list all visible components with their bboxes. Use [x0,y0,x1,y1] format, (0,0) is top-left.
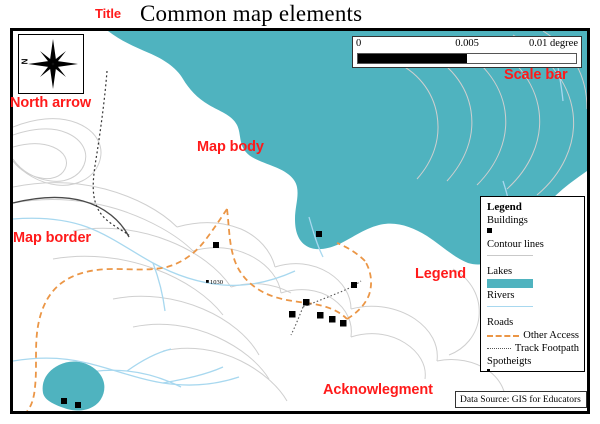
map-body: 1030 [13,31,587,411]
legend-label-lakes: Lakes [487,266,513,277]
legend-label-buildings: Buildings [487,215,528,226]
legend-label-rivers: Rivers [487,290,515,301]
annotation-map-border: Map border [13,230,91,246]
track-footpath [290,280,362,336]
legend-label-spotheigts: Spotheigts [487,356,532,367]
lake-small [42,361,105,411]
scale-bar-labels: 0 0.005 0.01 degree [353,37,581,51]
annotation-legend: Legend [415,266,466,282]
buildings-symbol-icon [487,228,492,233]
scale-bar: 0 0.005 0.01 degree [352,36,582,68]
title-bar: Common map elements [0,0,600,26]
compass-star-icon [28,39,78,89]
annotation-title: Title [95,6,121,21]
legend-label-contour-lines: Contour lines [487,239,544,250]
lake-symbol-icon [487,279,533,288]
spot-height-label: 1030 [210,279,223,286]
road-symbol-icon [487,334,520,337]
annotation-map-body: Map body [197,139,264,155]
legend-label-track-footpath: Track Footpath [514,343,579,354]
legend-label-other-access: Other Access [523,330,579,341]
annotation-scale-bar: Scale bar [504,67,568,83]
legend-title: Legend [487,201,522,213]
spot-height: 1030 [206,279,223,286]
legend-box: Legend Buildings Contour lines Lakes Riv… [480,196,585,372]
page-title: Common map elements [140,1,363,26]
lake-main [108,31,587,265]
contour-lines [13,31,587,406]
spot-symbol-icon [487,369,490,372]
river-symbol-icon [487,306,533,307]
scale-label-max: 0.01 degree [529,38,578,49]
legend-row-other-access: Other Access [487,329,579,342]
scale-label-min: 0 [356,38,362,49]
north-letter: N [20,58,30,65]
scale-bar-fill [358,54,467,63]
north-arrow: N [18,34,84,94]
annotation-north-arrow: North arrow [10,95,92,111]
roads-other-access [26,208,372,411]
scale-bar-track [357,53,577,64]
legend-label-roads: Roads [487,317,514,328]
legend-row-track-footpath: Track Footpath [487,342,579,355]
track-symbol-icon [487,348,511,349]
data-source-box: Data Source: GIS for Educators [455,391,587,408]
buildings [61,231,357,408]
dark-contour-line [13,196,130,238]
annotation-acknowlegment: Acknowlegment [323,382,433,398]
scale-label-mid: 0.005 [455,38,479,49]
contour-symbol-icon [487,255,533,256]
